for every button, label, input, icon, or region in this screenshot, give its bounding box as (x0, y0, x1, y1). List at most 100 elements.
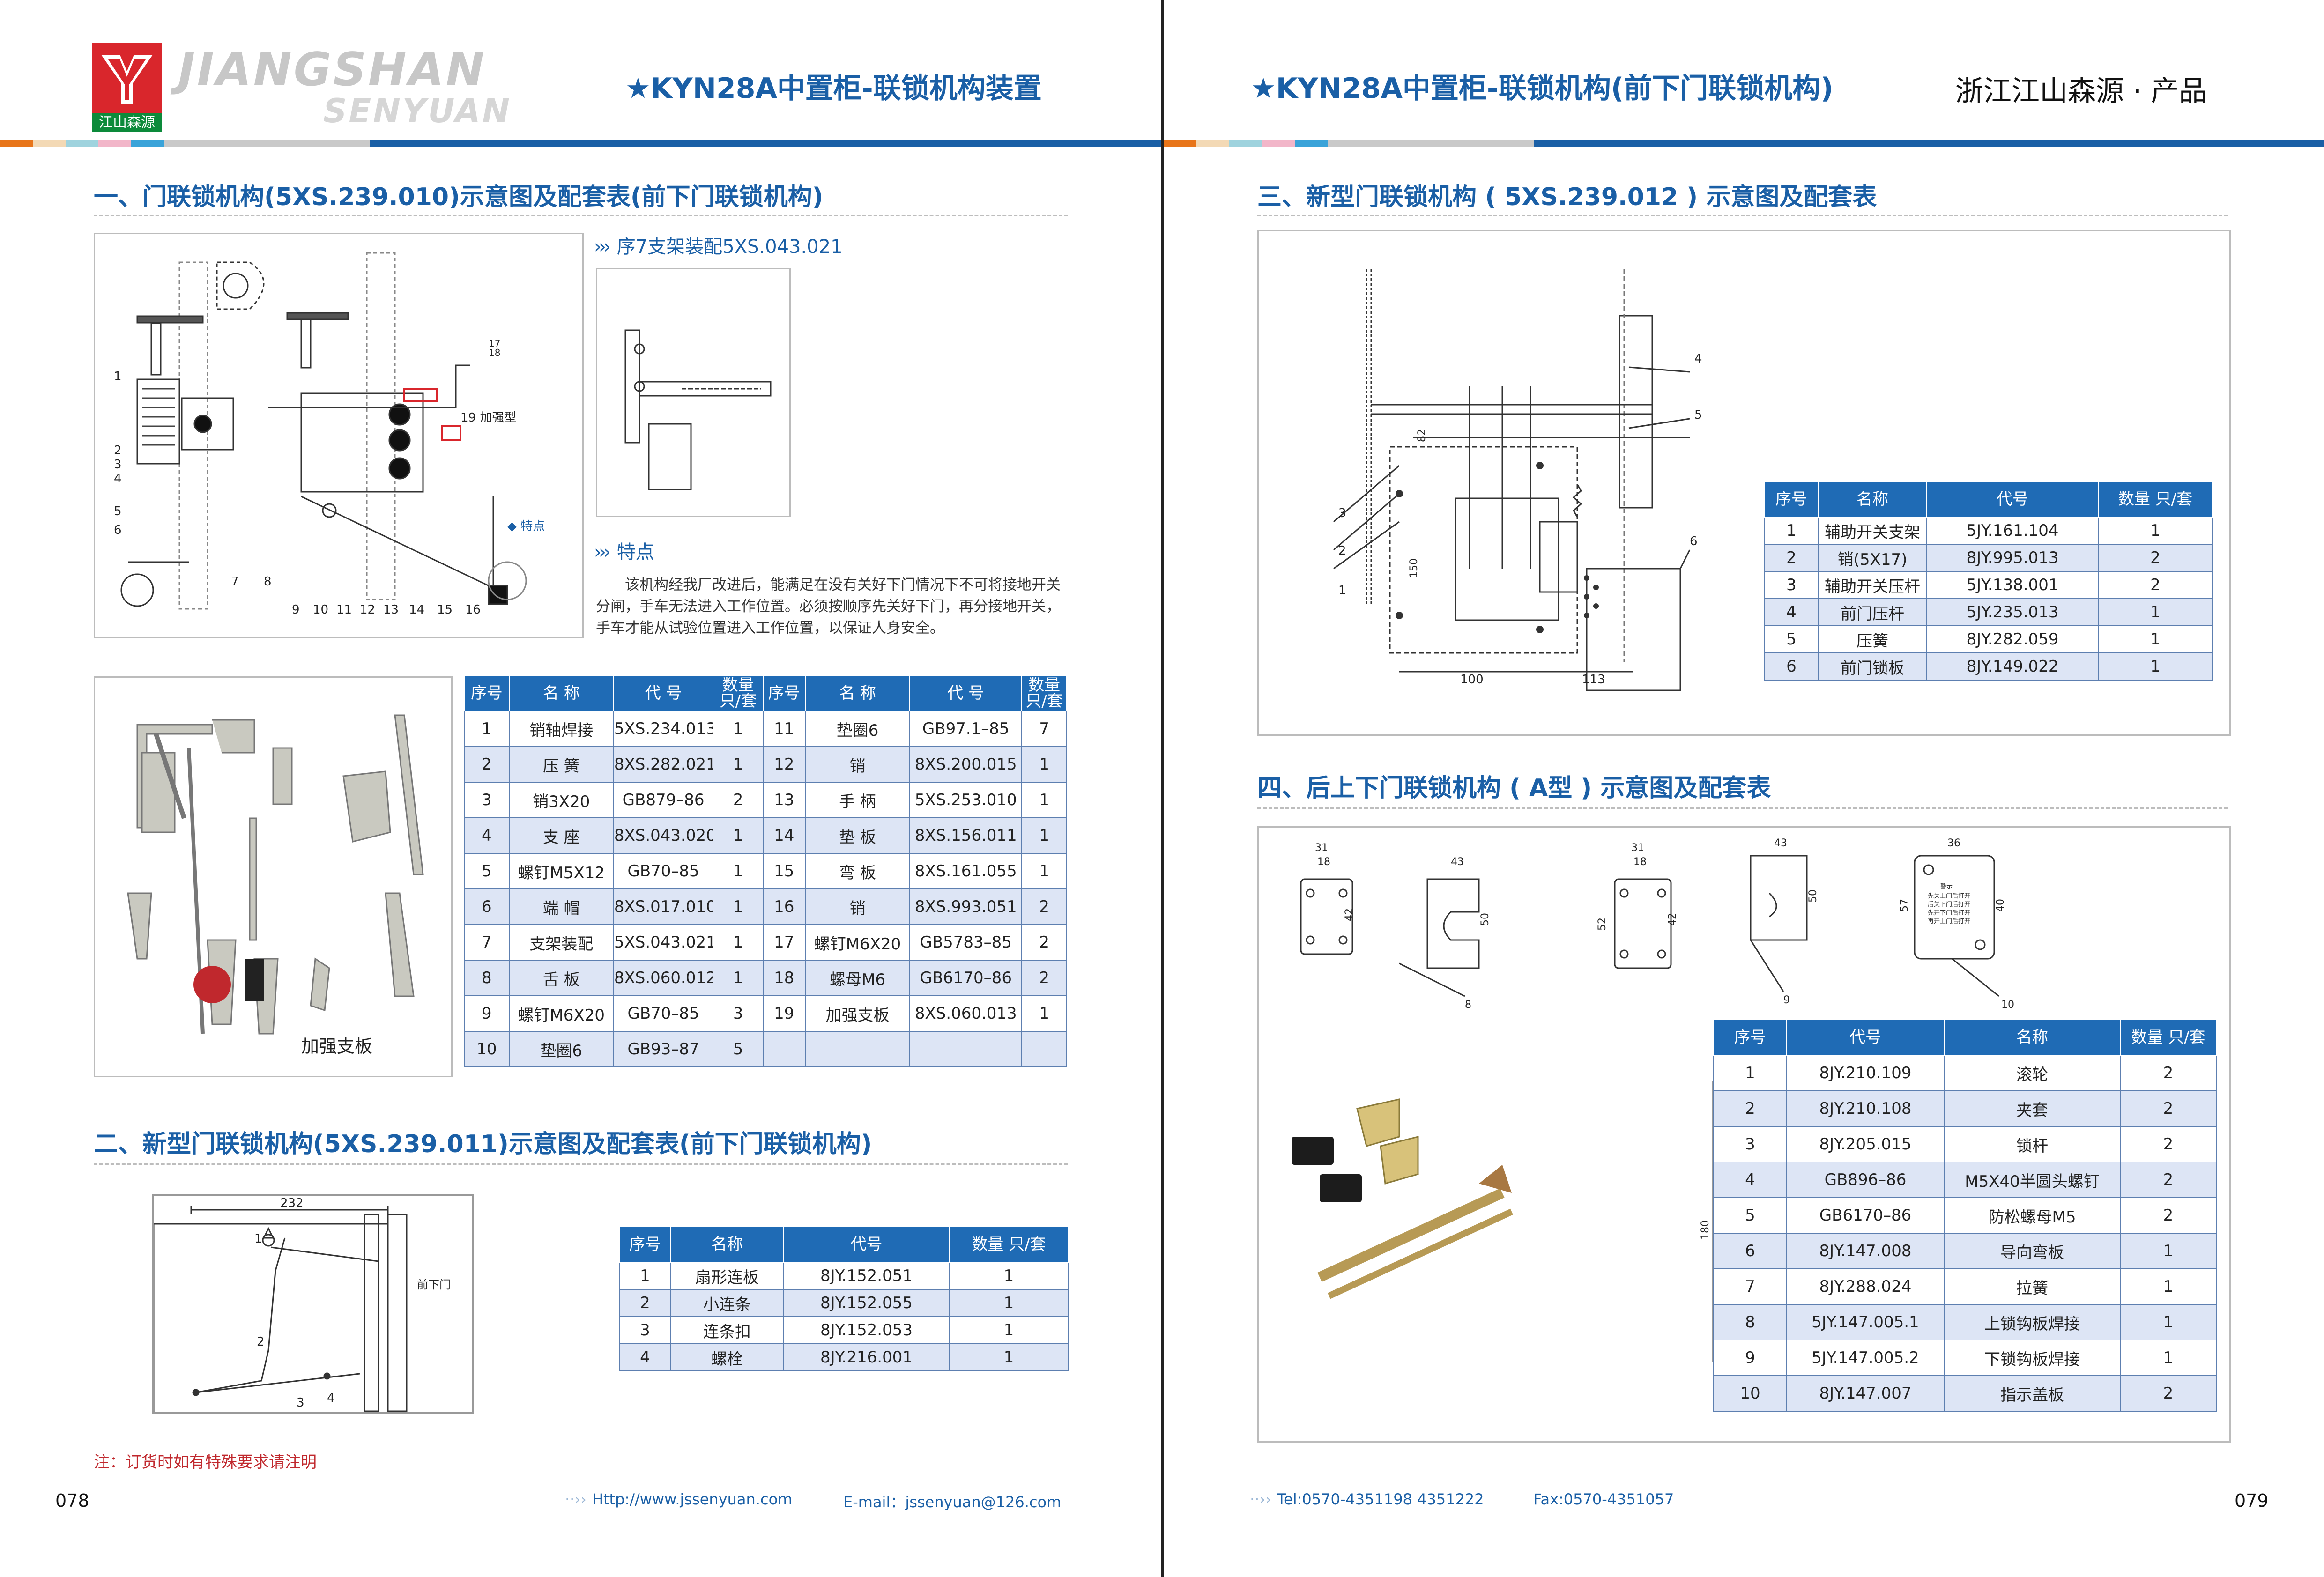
section-divider (1257, 807, 2228, 809)
table-cell: 5 (713, 1031, 764, 1067)
table-cell: 支架装配 (508, 924, 614, 961)
company-logo: 江山森源 (92, 43, 162, 132)
table-cell: 8XS.200.015 (909, 746, 1023, 783)
table-cell: 2 (2120, 1090, 2217, 1127)
table-cell: 销(5X17) (1818, 544, 1927, 572)
table-cell: 防松螺母M5 (1944, 1197, 2121, 1234)
callout-label: 3 (1338, 506, 1346, 520)
website-link[interactable]: ··››Http://www.jssenyuan.com (565, 1490, 793, 1508)
section-divider (94, 215, 1068, 216)
bracket-diagram (624, 329, 772, 490)
table-cell: 18 (762, 960, 806, 996)
feature-heading: ››› 特点 (594, 541, 654, 563)
door-label: 前下门 (417, 1278, 451, 1291)
table-cell: GB5783–85 (909, 924, 1023, 961)
table-header-cell: 名称 (1818, 481, 1927, 518)
table-cell: 8XS.993.051 (909, 888, 1023, 925)
table-cell (909, 1031, 1023, 1067)
table-header-cell: 数量只/套 (1021, 675, 1067, 711)
table-cell: 5JY.161.104 (1926, 517, 2099, 545)
header-stripe (0, 140, 1161, 147)
table-cell: 5XS.234.013 (613, 711, 714, 747)
table-cell: 1 (2098, 652, 2213, 681)
table-cell: 3 (1713, 1126, 1787, 1162)
callout-label: 10 (313, 603, 328, 617)
table-cell: 1 (2098, 598, 2213, 626)
table-cell: 8XS.282.021 (613, 746, 714, 783)
table-cell: 1 (2120, 1268, 2217, 1305)
page-gutter (1160, 0, 1164, 1577)
table-cell: 销 (804, 746, 911, 783)
table-header-cell: 序号 (1713, 1019, 1787, 1056)
plate-text: 后关下门后打开 (1928, 901, 1970, 908)
table-cell: 8XS.156.011 (909, 817, 1023, 854)
table-cell: 5XS.253.010 (909, 782, 1023, 818)
plate-text: 再开上门后打开 (1928, 918, 1970, 925)
callout-label: 5 (114, 504, 122, 518)
table-cell: 7 (1021, 711, 1067, 747)
table-cell: 8JY.147.008 (1786, 1233, 1945, 1269)
email-link[interactable]: E-mail：jssenyuan@126.com (843, 1493, 1062, 1511)
table-cell: 1 (713, 888, 764, 925)
table-cell: 1 (949, 1289, 1069, 1317)
table-cell: 2 (2098, 544, 2213, 572)
dimension-label: 18 (1633, 856, 1647, 868)
table-cell: 销3X20 (508, 782, 614, 818)
table-cell: 2 (1021, 924, 1067, 961)
dimension-label: 43 (1451, 856, 1464, 868)
callout-label: 11 (336, 603, 352, 617)
table-cell: 加强支板 (804, 995, 911, 1032)
table-cell: GB6170–86 (1786, 1197, 1945, 1234)
table-cell: 1 (713, 711, 764, 747)
section-3-title: 三、新型门联锁机构 ( 5XS.239.012 ) 示意图及配套表 (1257, 183, 1877, 211)
table-cell: 17 (762, 924, 806, 961)
table-cell: 导向弯板 (1944, 1233, 2121, 1269)
table-cell: 8JY.210.109 (1786, 1055, 1945, 1091)
table-cell: 支 座 (508, 817, 614, 854)
table-cell: 1 (949, 1262, 1069, 1290)
table-cell: 夹套 (1944, 1090, 2121, 1127)
plate-text: 先开下门后打开 (1928, 910, 1970, 917)
left-page: 江山森源 JIANGSHAN SENYUAN ★KYN28A中置柜-联锁机构装置… (0, 0, 1161, 1577)
table-cell: 9 (1713, 1340, 1787, 1376)
table-cell: 1 (2098, 517, 2213, 545)
mechanism-diagram-1: 1 2 3 4 5 6 7 8 9 10 11 12 13 14 15 16 1… (114, 252, 545, 617)
table-cell: 12 (762, 746, 806, 783)
table-cell: 8JY.210.108 (1786, 1090, 1945, 1127)
table-header-cell: 名 称 (804, 675, 911, 711)
callout-label: 2 (114, 444, 122, 458)
table-cell: 螺母M6 (804, 960, 911, 996)
table-cell: 1 (1021, 995, 1067, 1032)
table-header-cell: 名称 (1944, 1019, 2121, 1056)
tel-info: ··››Tel:0570-4351198 4351222 (1250, 1490, 1484, 1508)
page-title: ★KYN28A中置柜-联锁机构装置 (625, 72, 1042, 105)
table-cell: 8JY.152.053 (783, 1316, 950, 1344)
dimension-label: 40 (1995, 899, 2006, 912)
table-cell: 6 (464, 888, 510, 925)
fax-info: Fax:0570-4351057 (1533, 1490, 1674, 1508)
table-cell: 6 (1764, 652, 1819, 681)
table-header-cell: 代号 (1786, 1019, 1945, 1056)
table-cell: 4 (1713, 1162, 1787, 1198)
table-cell: 7 (1713, 1268, 1787, 1305)
bracket-heading: ››› 序7支架装配5XS.043.021 (594, 236, 843, 258)
callout-label: 4 (114, 472, 122, 486)
diagram-panel-2: 232 前下门 1 2 3 4 (152, 1194, 474, 1414)
dimension-label: 42 (1667, 913, 1678, 926)
table-header-cell: 代号 (783, 1226, 950, 1263)
table-cell: 拉簧 (1944, 1268, 2121, 1305)
plate-text: 先关上门后打开 (1928, 893, 1970, 900)
table-cell: 1 (619, 1262, 671, 1290)
table-cell: 下锁钩板焊接 (1944, 1340, 2121, 1376)
callout-label: 6 (114, 523, 122, 537)
